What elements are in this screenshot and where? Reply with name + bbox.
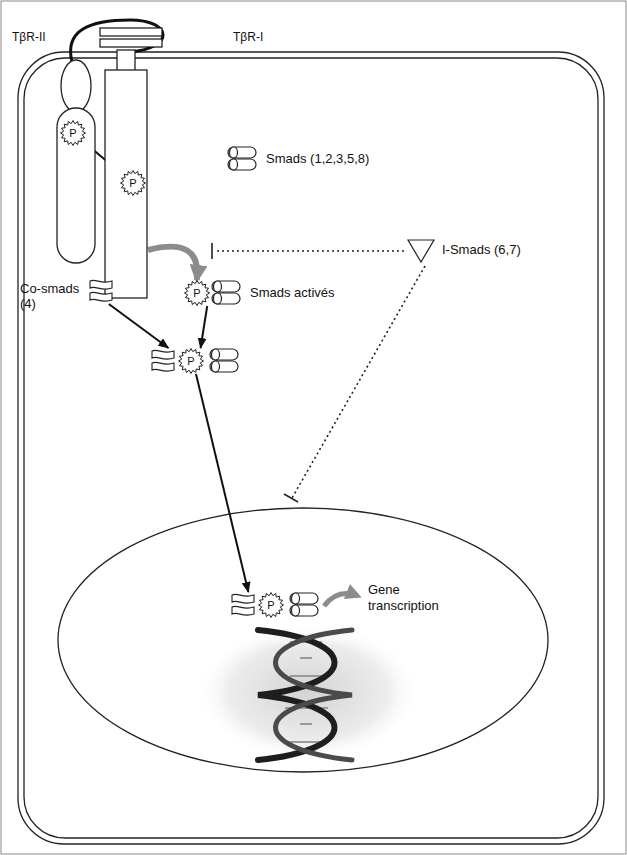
receptor-shape [56, 58, 96, 265]
phosphate-letter: P [184, 280, 210, 306]
activated-smad-group: PSmads activés [184, 280, 242, 306]
smad-complex: P [150, 348, 242, 374]
receptor-type-ii: TβR-IIP [56, 58, 96, 265]
activated-smad-symbol [184, 280, 242, 306]
cell-membrane-outer [18, 52, 604, 844]
phosphate-circle: P [120, 170, 146, 196]
smad-complex-symbol [230, 592, 322, 618]
co-smad-group: Co-smads (4) [88, 278, 114, 304]
i-smad-group: I-Smads (6,7) [406, 238, 436, 264]
activated-smad-label: Smads activés [250, 285, 335, 300]
phosphate-letter: P [258, 592, 284, 618]
dna-helix [258, 630, 352, 760]
phosphate-letter: P [60, 120, 86, 146]
process-label: Gene transcription [368, 582, 452, 614]
nuclear-smad-complex: P [230, 592, 322, 618]
receptor-label: TβR-II [12, 30, 46, 45]
phosphate-letter: P [178, 348, 204, 374]
smad-group: Smads (1,2,3,5,8) [226, 146, 258, 172]
phosphorylation-arrow [148, 247, 197, 280]
receptor-type-i: TβR-IP [104, 50, 148, 300]
phosphate-letter: P [120, 170, 146, 196]
smad-label: Smads (1,2,3,5,8) [266, 151, 369, 166]
receptor-label: TβR-I [233, 30, 263, 45]
co-smad-label: Co-smads (4) [20, 281, 84, 311]
dna-glow [196, 622, 420, 762]
flow-arrow [201, 306, 208, 348]
smad-complex-symbol [150, 348, 242, 374]
phosphate-circle: P [60, 120, 86, 146]
transcription-arrow [324, 594, 358, 606]
smad-symbol [226, 146, 258, 172]
nucleus [58, 508, 548, 772]
flow-arrow [196, 374, 248, 592]
co-smad-symbol [88, 278, 114, 304]
i-smad-label: I-Smads (6,7) [442, 242, 521, 257]
cell-membrane-inner [24, 58, 598, 838]
nuclear-import-inhibition [284, 266, 425, 502]
i-smad-symbol [406, 238, 436, 264]
inhibition-line [212, 243, 404, 259]
flow-arrow [109, 304, 169, 348]
